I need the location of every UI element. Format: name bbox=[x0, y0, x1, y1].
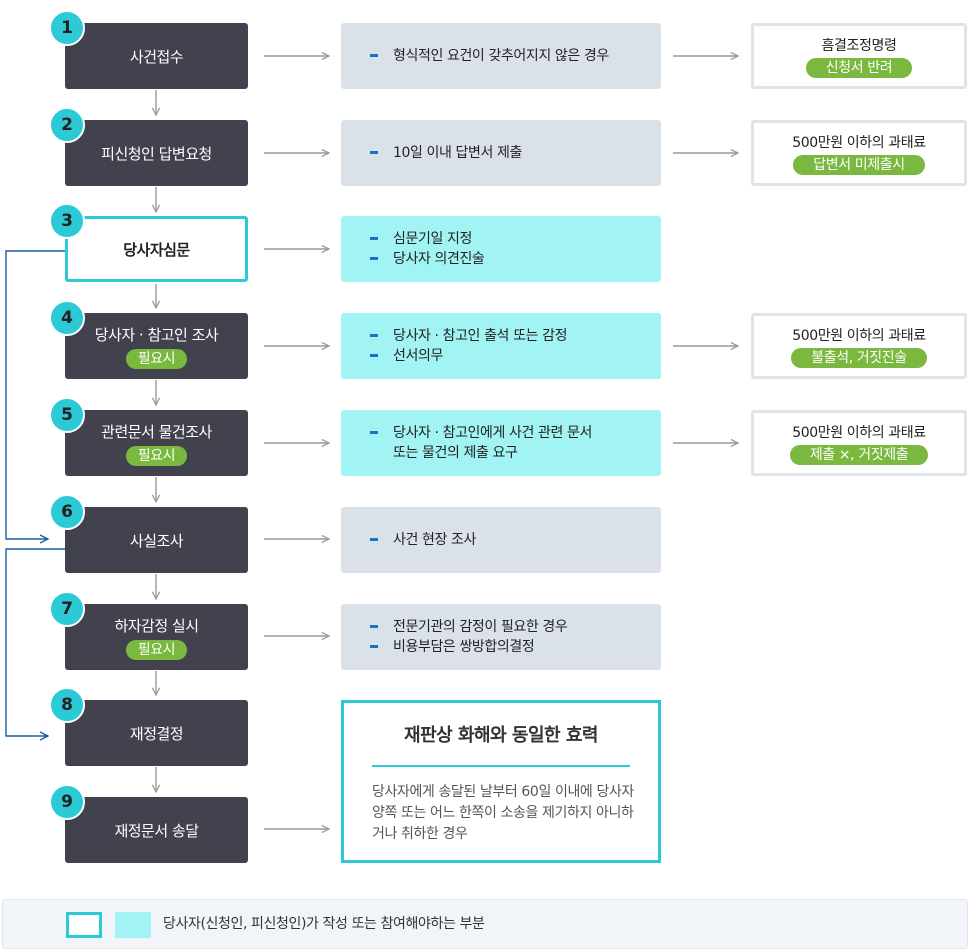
step-box-ruling-decision: 재정결정 bbox=[65, 700, 248, 766]
penalty-title: 500만원 이하의 과태료 bbox=[792, 327, 926, 344]
detail-box-party: 당사자 · 참고인 출석 또는 감정 선서의무 bbox=[341, 313, 661, 379]
step-label: 당사자심문 bbox=[123, 240, 190, 259]
step-label: 사실조사 bbox=[129, 531, 184, 550]
effect-divider bbox=[372, 765, 630, 767]
detail-bullet: 당사자 의견진술 bbox=[370, 249, 641, 269]
step-number-badge: 5 bbox=[49, 397, 85, 433]
penalty-tag: 답변서 미제출시 bbox=[793, 154, 925, 175]
step-label: 사건접수 bbox=[129, 47, 184, 66]
penalty-title: 500만원 이하의 과태료 bbox=[792, 134, 926, 151]
detail-bullet: 사건 현장 조사 bbox=[370, 530, 641, 550]
detail-box: 10일 이내 답변서 제출 bbox=[341, 120, 661, 186]
step-label: 관련문서 물건조사 bbox=[101, 422, 212, 441]
step-number-badge: 8 bbox=[49, 687, 85, 723]
step-number-badge: 6 bbox=[49, 494, 85, 530]
step-box-witness-investigation: 당사자 · 참고인 조사 필요시 bbox=[65, 313, 248, 379]
penalty-box: 흠결조정명령 신청서 반려 bbox=[751, 23, 967, 89]
step-number-badge: 9 bbox=[49, 784, 85, 820]
effect-title: 재판상 화해와 동일한 효력 bbox=[404, 725, 598, 746]
detail-bullet: 전문기관의 감정이 필요한 경우 bbox=[370, 617, 641, 637]
detail-box-party: 당사자 · 참고인에게 사건 관련 문서 또는 물건의 제출 요구 bbox=[341, 410, 661, 476]
legend-text: 당사자(신청인, 피신청인)가 작성 또는 참여해야하는 부분 bbox=[163, 916, 485, 932]
detail-bullet: 당사자 · 참고인에게 사건 관련 문서 또는 물건의 제출 요구 bbox=[370, 423, 641, 463]
step-label: 당사자 · 참고인 조사 bbox=[94, 325, 219, 344]
detail-bullet: 형식적인 요건이 갖추어지지 않은 경우 bbox=[370, 46, 641, 66]
step-box-document-inspection: 관련문서 물건조사 필요시 bbox=[65, 410, 248, 476]
step-number-badge: 7 bbox=[49, 591, 85, 627]
detail-box: 사건 현장 조사 bbox=[341, 507, 661, 573]
legend-swatch-fill bbox=[115, 912, 151, 938]
effect-box: 재판상 화해와 동일한 효력 당사자에게 송달된 날부터 60일 이내에 당사자… bbox=[341, 700, 661, 863]
penalty-box: 500만원 이하의 과태료 불출석, 거짓진술 bbox=[751, 313, 967, 379]
legend: 당사자(신청인, 피신청인)가 작성 또는 참여해야하는 부분 bbox=[2, 899, 968, 949]
penalty-box: 500만원 이하의 과태료 답변서 미제출시 bbox=[751, 120, 967, 186]
penalty-tag: 불출석, 거짓진술 bbox=[791, 347, 927, 368]
if-needed-badge: 필요시 bbox=[125, 348, 188, 369]
step-number-badge: 4 bbox=[49, 300, 85, 336]
effect-body: 당사자에게 송달된 날부터 60일 이내에 당사자 양쪽 또는 어느 한쪽이 소… bbox=[372, 784, 634, 842]
step-box-ruling-delivery: 재정문서 송달 bbox=[65, 797, 248, 863]
step-box-party-hearing: 당사자심문 bbox=[65, 216, 248, 282]
detail-bullet: 10일 이내 답변서 제출 bbox=[370, 143, 641, 163]
step-box-answer-request: 피신청인 답변요청 bbox=[65, 120, 248, 186]
detail-box: 전문기관의 감정이 필요한 경우 비용부담은 쌍방합의결정 bbox=[341, 604, 661, 670]
detail-bullet: 비용부담은 쌍방합의결정 bbox=[370, 637, 641, 657]
step-label: 하자감정 실시 bbox=[114, 616, 199, 635]
penalty-title: 흠결조정명령 bbox=[821, 37, 897, 54]
step-box-defect-appraisal: 하자감정 실시 필요시 bbox=[65, 604, 248, 670]
detail-box-party: 심문기일 지정 당사자 의견진술 bbox=[341, 216, 661, 282]
step-number-badge: 2 bbox=[49, 107, 85, 143]
penalty-tag: 신청서 반려 bbox=[805, 57, 913, 78]
detail-box: 형식적인 요건이 갖추어지지 않은 경우 bbox=[341, 23, 661, 89]
detail-bullet: 선서의무 bbox=[370, 346, 641, 366]
loop-line-3-to-6 bbox=[5, 250, 65, 539]
step-box-fact-finding: 사실조사 bbox=[65, 507, 248, 573]
if-needed-badge: 필요시 bbox=[125, 445, 188, 466]
legend-swatch-border bbox=[66, 912, 102, 938]
penalty-tag: 제출 ×, 거짓제출 bbox=[789, 444, 929, 465]
loop-line-6-to-8 bbox=[5, 548, 65, 736]
if-needed-badge: 필요시 bbox=[125, 639, 188, 660]
step-label: 재정문서 송달 bbox=[114, 821, 199, 840]
penalty-title: 500만원 이하의 과태료 bbox=[792, 424, 926, 441]
detail-bullet: 심문기일 지정 bbox=[370, 229, 641, 249]
detail-bullet: 당사자 · 참고인 출석 또는 감정 bbox=[370, 326, 641, 346]
penalty-box: 500만원 이하의 과태료 제출 ×, 거짓제출 bbox=[751, 410, 967, 476]
step-number-badge: 3 bbox=[49, 203, 85, 239]
step-label: 피신청인 답변요청 bbox=[101, 144, 212, 163]
step-number-badge: 1 bbox=[49, 10, 85, 46]
step-box-received: 사건접수 bbox=[65, 23, 248, 89]
step-label: 재정결정 bbox=[129, 724, 184, 743]
